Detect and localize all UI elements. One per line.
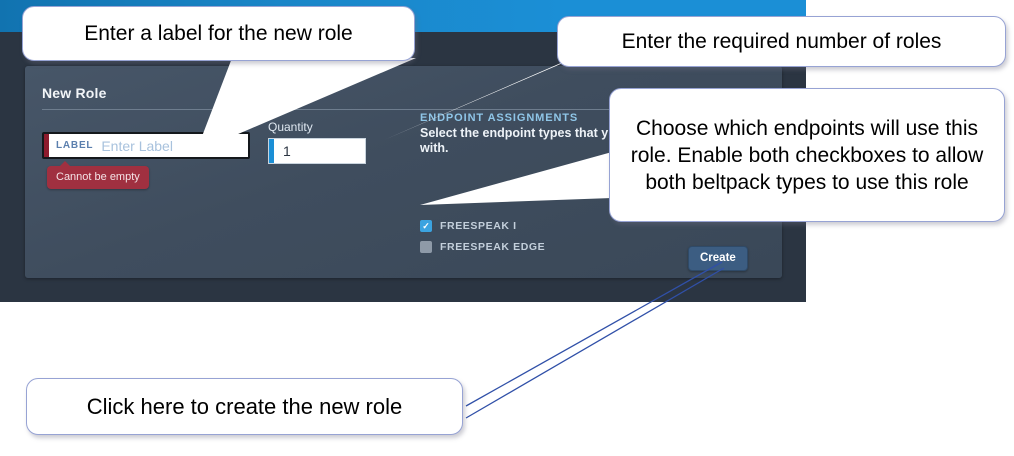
checkbox-label-freespeak-edge: FREESPEAK EDGE [440,241,546,253]
label-error-tooltip: Cannot be empty [47,161,149,189]
check-mark-icon: ✓ [422,220,430,231]
label-input[interactable]: LABEL Enter Label [42,132,250,159]
checkbox-checked-icon[interactable]: ✓ [420,220,432,232]
checkbox-unchecked-icon[interactable] [420,241,432,253]
callout-choose-endpoints: Choose which endpoints will use this rol… [609,88,1005,222]
page-title: New Role [42,85,107,101]
callout-enter-quantity: Enter the required number of roles [557,16,1006,67]
quantity-field-group: Quantity 1 [268,120,366,164]
checkbox-row-freespeak-ii[interactable]: ✓ FREESPEAK I [420,220,750,232]
quantity-label: Quantity [268,120,313,134]
create-button[interactable]: Create [688,246,748,271]
callout-endpoints-text: Choose which endpoints will use this rol… [630,116,984,194]
label-field-group: LABEL Enter Label Cannot be empty [42,132,250,189]
quantity-accent-bar [269,139,274,163]
label-accent-bar [44,134,49,157]
endpoint-description-line1: Select the endpoint types that y [420,126,609,140]
checkbox-label-freespeak-ii: FREESPEAK I [440,220,517,232]
callout-enter-label: Enter a label for the new role [22,6,415,61]
endpoint-description-line2: with. [420,141,449,155]
callout-quantity-text: Enter the required number of roles [621,29,942,53]
callout-click-create: Click here to create the new role [26,378,463,435]
quantity-input[interactable]: 1 [268,138,366,164]
quantity-value: 1 [283,143,291,159]
endpoint-assignments-description: Select the endpoint types that y with. [420,126,635,156]
callout-label-text: Enter a label for the new role [84,21,353,45]
label-input-placeholder: Enter Label [101,137,173,154]
label-input-prefix: LABEL [56,140,94,151]
checkbox-row-freespeak-edge[interactable]: FREESPEAK EDGE [420,241,750,253]
callout-create-text: Click here to create the new role [86,393,403,419]
